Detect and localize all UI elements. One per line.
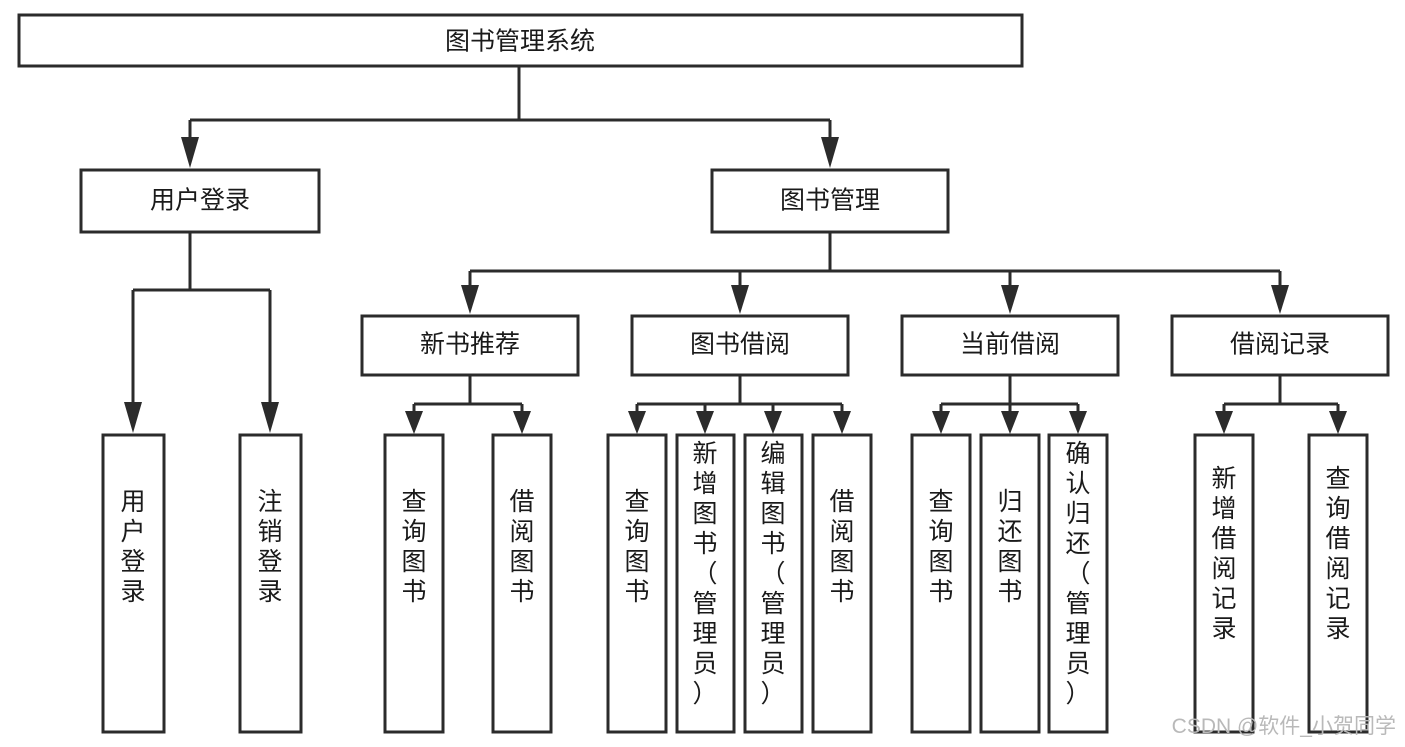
arrow-head-leaf-add-record [1215,411,1233,434]
node-leaf-add-book-box[interactable] [675,433,736,734]
node-leaf-add-record-box[interactable] [1193,433,1255,734]
node-leaf-query-book-2[interactable]: 查询图书 [606,433,668,734]
node-leaf-return-book[interactable]: 归还图书 [979,433,1041,734]
node-leaf-user-login-label: 用户登录 [120,488,145,606]
node-leaf-user-login[interactable]: 用户登录 [101,433,166,734]
node-root-label: 图书管理系统 [445,28,595,56]
node-leaf-borrow-book-1-box[interactable] [491,433,553,734]
node-borrow-record-label: 借阅记录 [1230,331,1330,359]
node-leaf-logout-login-box[interactable] [238,433,303,734]
node-leaf-borrow-book-2[interactable]: 借阅图书 [811,433,873,734]
node-leaf-query-book-2-label: 查询图书 [624,488,649,606]
node-current-borrow-box[interactable] [900,314,1120,377]
arrow-head-current-borrow [1001,285,1019,314]
arrow-head-book-borrow [731,285,749,314]
arrow-head-new-book-recommend [461,285,479,314]
node-book-manage[interactable]: 图书管理 [710,168,950,234]
node-leaf-add-record-label: 新增借阅记录 [1211,465,1236,643]
node-leaf-borrow-book-1-label: 借阅图书 [509,488,534,606]
arrow-head-leaf-query-book-1 [405,411,423,434]
node-leaf-query-record-box[interactable] [1307,433,1369,734]
arrow-head-leaf-query-book-2 [628,411,646,434]
csdn-watermark: CSDN @软件_小贺同学 [1172,715,1396,738]
node-leaf-confirm-return[interactable]: 确认归还（管理员） [1047,433,1109,734]
node-book-manage-label: 图书管理 [780,187,880,215]
node-current-borrow-label: 当前借阅 [960,331,1060,359]
node-borrow-record-box[interactable] [1170,314,1390,377]
arrow-head-leaf-confirm-return [1069,411,1087,434]
node-book-borrow-box[interactable] [630,314,850,377]
node-leaf-add-book-label: 新增图书（管理员） [692,440,717,708]
node-leaf-query-book-3-box[interactable] [910,433,972,734]
node-leaf-logout-login[interactable]: 注销登录 [238,433,303,734]
node-leaf-query-book-1-box[interactable] [383,433,445,734]
node-new-book-recommend-box[interactable] [360,314,580,377]
arrow-head-borrow-record [1271,285,1289,314]
arrow-head-leaf-borrow-book-1 [513,411,531,434]
arrow-head-leaf-edit-book [764,411,782,434]
node-leaf-query-book-1[interactable]: 查询图书 [383,433,445,734]
node-new-book-recommend-label: 新书推荐 [420,331,520,359]
node-new-book-recommend[interactable]: 新书推荐 [360,314,580,377]
node-root[interactable]: 图书管理系统 [17,13,1024,68]
arrow-head-leaf-return-book [1001,411,1019,434]
node-user-login[interactable]: 用户登录 [79,168,321,234]
arrow-head-leaf-borrow-book-2 [833,411,851,434]
node-current-borrow[interactable]: 当前借阅 [900,314,1120,377]
node-leaf-query-book-2-box[interactable] [606,433,668,734]
node-leaf-query-record[interactable]: 查询借阅记录 [1307,433,1369,734]
node-leaf-add-record[interactable]: 新增借阅记录 [1193,433,1255,734]
node-leaf-user-login-box[interactable] [101,433,166,734]
arrow-head-leaf-query-book-3 [932,411,950,434]
arrow-head-leaf-add-book [696,411,714,434]
node-user-login-label: 用户登录 [150,187,250,215]
node-book-borrow[interactable]: 图书借阅 [630,314,850,377]
connector-layer [124,66,1347,434]
node-borrow-record[interactable]: 借阅记录 [1170,314,1390,377]
node-leaf-query-book-3-label: 查询图书 [928,488,953,606]
node-leaf-borrow-book-1[interactable]: 借阅图书 [491,433,553,734]
node-leaf-logout-login-label: 注销登录 [257,488,282,606]
arrow-head-leaf-query-record [1329,411,1347,434]
node-leaf-query-record-label: 查询借阅记录 [1325,465,1350,643]
node-leaf-query-book-3[interactable]: 查询图书 [910,433,972,734]
node-leaf-add-book[interactable]: 新增图书（管理员） [675,433,736,734]
node-leaf-confirm-return-label: 确认归还（管理员） [1065,440,1090,708]
node-book-borrow-label: 图书借阅 [690,331,790,359]
node-leaf-borrow-book-2-box[interactable] [811,433,873,734]
arrow-head-user-login [181,137,199,168]
node-root-box[interactable] [17,13,1024,68]
node-leaf-borrow-book-2-label: 借阅图书 [829,488,854,606]
node-leaf-return-book-box[interactable] [979,433,1041,734]
node-leaf-query-book-1-label: 查询图书 [401,488,426,606]
node-leaf-edit-book-box[interactable] [743,433,804,734]
arrow-head-leaf-user-login [124,402,142,433]
node-leaf-return-book-label: 归还图书 [997,488,1022,606]
node-leaf-edit-book[interactable]: 编辑图书（管理员） [743,433,804,734]
node-leaf-edit-book-label: 编辑图书（管理员） [760,440,785,708]
node-book-manage-box[interactable] [710,168,950,234]
node-user-login-box[interactable] [79,168,321,234]
arrow-head-book-manage [821,137,839,168]
arrow-head-leaf-logout-login [261,402,279,433]
node-leaf-confirm-return-box[interactable] [1047,433,1109,734]
